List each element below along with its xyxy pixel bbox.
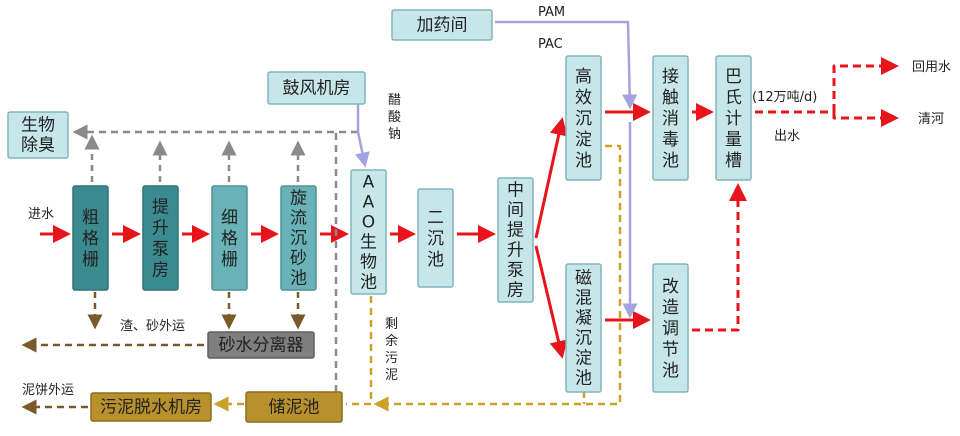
fine-screen-node: 细格栅 <box>211 185 248 291</box>
bio-deodorization-node: 生物除臭 <box>7 111 69 159</box>
air-to-aao <box>355 104 370 168</box>
sludge-storage-node-box <box>245 391 343 423</box>
pam-pac-to-hieff <box>495 20 638 110</box>
arrow-modify-to-flume <box>692 183 747 332</box>
pam-label: PAM <box>538 5 565 20</box>
fine-screen-node-label: 细格栅 <box>221 208 238 270</box>
sodium-acetate-label: 醋酸钠 <box>388 92 401 142</box>
high-efficiency-settling-node: 高效沉淀池 <box>565 55 602 181</box>
lift-pump-room-node-label: 提升泵房 <box>152 197 169 280</box>
high-efficiency-settling-node-box <box>565 55 602 181</box>
bio-deodorization-node-box <box>7 111 69 159</box>
sludge-cake-out-label: 泥饼外运 <box>22 383 74 398</box>
mid-lift-pump-room-node-box <box>497 177 534 303</box>
flow-arrows <box>21 20 899 415</box>
dosing-room-node: 加药间 <box>391 9 493 41</box>
secondary-clarifier-node: 二沉池 <box>417 188 454 288</box>
secondary-clarifier-node-box <box>417 188 454 288</box>
high-efficiency-settling-node-label: 高效沉淀池 <box>575 67 592 171</box>
lift-pump-room-node-box <box>142 185 179 291</box>
mid-lift-pump-room-node-label: 中间提升泵房 <box>507 181 524 301</box>
qing-river-label: 清河 <box>918 112 944 127</box>
mid-lift-pump-room-node: 中间提升泵房 <box>497 177 534 303</box>
reuse-water-label: 回用水 <box>912 60 951 75</box>
arrow-to-reuse <box>832 57 899 112</box>
contact-disinfection-node-label: 接触消毒池 <box>662 67 679 171</box>
arrow-to-river <box>832 109 899 127</box>
modified-regulating-tank-node-box <box>652 263 689 393</box>
outflow-label: 出水 <box>774 129 800 144</box>
magnetic-coag-settling-node-box <box>565 263 602 393</box>
contact-disinfection-node-box <box>652 55 689 181</box>
grit-water-separator-node-label: 砂水分离器 <box>219 336 304 356</box>
sludge-storage-node-label: 储泥池 <box>269 398 320 418</box>
vortex-grit-chamber-node: 旋流沉砂池 <box>280 185 317 291</box>
modified-regulating-tank-node: 改造调节池 <box>652 263 689 393</box>
sludge-from-settling <box>373 144 622 412</box>
grit-water-separator-node: 砂水分离器 <box>207 331 315 359</box>
modified-regulating-tank-node-label: 改造调节池 <box>662 277 679 381</box>
dosing-room-node-box <box>391 9 493 41</box>
sludge-storage-node: 储泥池 <box>245 391 343 423</box>
vortex-grit-chamber-node-label: 旋流沉砂池 <box>290 189 307 289</box>
grit-water-separator-node-box <box>207 331 315 359</box>
magnetic-coag-settling-node-label: 磁混凝沉淀池 <box>575 269 592 389</box>
slag-sand-out-label: 渣、砂外运 <box>120 319 185 334</box>
vortex-grit-chamber-node-box <box>280 185 317 291</box>
arrow-midlift-to-hieff <box>534 117 568 239</box>
bio-deodorization-node-label: 生物除臭 <box>21 116 55 156</box>
coarse-screen-node-box <box>72 185 109 291</box>
capacity-label: (12万吨/d) <box>752 90 817 105</box>
magnetic-coag-settling-node: 磁混凝沉淀池 <box>565 263 602 393</box>
aao-bio-tank-node-box <box>350 169 387 295</box>
secondary-clarifier-node-label: 二沉池 <box>427 208 444 270</box>
sludge-dewatering-room-node-box <box>90 392 212 422</box>
parshall-flume-node-box <box>715 55 752 181</box>
excess-sludge-line <box>346 296 373 406</box>
sludge-dewatering-room-node: 污泥脱水机房 <box>90 392 212 422</box>
parshall-flume-node: 巴氏计量槽 <box>715 55 752 181</box>
parshall-flume-node-label: 巴氏计量槽 <box>725 67 742 171</box>
coarse-screen-node: 粗格栅 <box>72 185 109 291</box>
blower-room-node: 鼓风机房 <box>267 71 366 105</box>
coarse-screen-node-label: 粗格栅 <box>82 208 99 270</box>
arrow-midlift-to-mag <box>534 245 568 359</box>
excess-sludge-label: 剩余污泥 <box>385 317 398 383</box>
fine-screen-node-box <box>211 185 248 291</box>
dosing-room-node-label: 加药间 <box>417 16 468 36</box>
pac-label: PAC <box>538 37 563 52</box>
blower-room-node-box <box>267 71 366 105</box>
lift-pump-room-node: 提升泵房 <box>142 185 179 291</box>
blower-room-node-label: 鼓风机房 <box>283 79 351 99</box>
sludge-dewatering-room-node-label: 污泥脱水机房 <box>100 398 202 418</box>
inflow-label: 进水 <box>28 207 54 222</box>
contact-disinfection-node: 接触消毒池 <box>652 55 689 181</box>
